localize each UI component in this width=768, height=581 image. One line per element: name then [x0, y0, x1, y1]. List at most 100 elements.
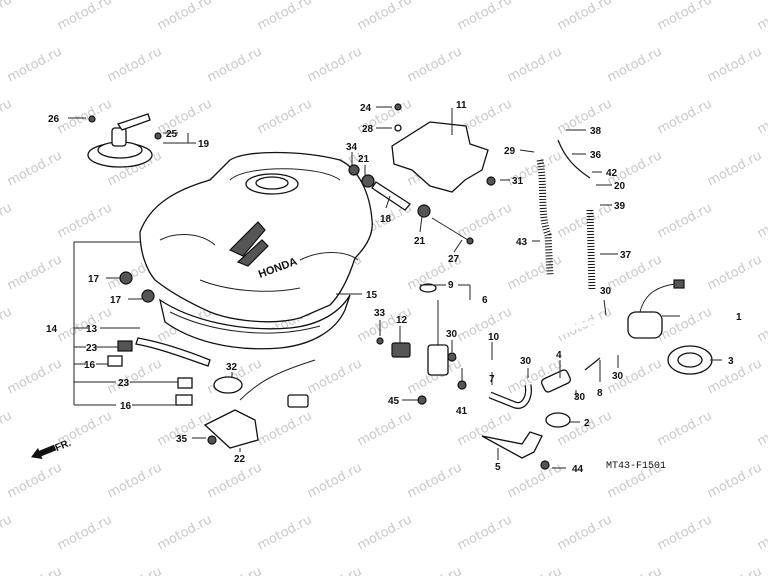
- watermark-text: motod.ru: [0, 200, 15, 241]
- watermark-text: motod.ru: [155, 0, 215, 34]
- heat-guard-plate: [391, 103, 489, 193]
- watermark-text: motod.ru: [555, 512, 615, 553]
- watermark-text: motod.ru: [355, 408, 415, 449]
- watermark-text: motod.ru: [155, 512, 215, 553]
- watermark-text: motod.ru: [105, 44, 165, 85]
- callout-35: 35: [176, 434, 188, 445]
- callout-30c: 30: [574, 392, 586, 403]
- callout-29: 29: [504, 146, 516, 157]
- callout-4: 4: [556, 350, 562, 361]
- callout-25: 25: [166, 129, 178, 140]
- watermark-text: motod.ru: [5, 148, 65, 189]
- watermark-text: motod.ru: [0, 96, 15, 137]
- callout-45: 45: [388, 396, 400, 407]
- watermark-text: motod.ru: [755, 200, 768, 241]
- watermark-text: motod.ru: [705, 252, 765, 293]
- watermark-text: motod.ru: [655, 0, 715, 34]
- watermark-text: motod.ru: [405, 564, 465, 576]
- watermark-text: motod.ru: [505, 460, 565, 501]
- bracket-5: [481, 431, 550, 470]
- callout-17a: 17: [88, 274, 100, 285]
- collar-18: [371, 181, 411, 211]
- callout-39: 39: [614, 201, 626, 212]
- watermark-text: motod.ru: [455, 304, 515, 345]
- watermark-text: motod.ru: [655, 200, 715, 241]
- tank-strips: [107, 337, 211, 406]
- watermark-text: motod.ru: [55, 0, 115, 34]
- callout-13: 13: [86, 324, 98, 335]
- watermark-text: motod.ru: [355, 512, 415, 553]
- pump-mount-rubber-3: [667, 345, 713, 375]
- watermark-text: motod.ru: [755, 96, 768, 137]
- level-sensor-22: [203, 359, 316, 449]
- callout-22: 22: [234, 454, 246, 465]
- watermark-text: motod.ru: [505, 44, 565, 85]
- watermark-text: motod.ru: [0, 512, 15, 553]
- watermark-text: motod.ru: [0, 304, 15, 345]
- callout-27: 27: [448, 254, 460, 265]
- watermark-text: motod.ru: [755, 0, 768, 34]
- watermark-text: motod.ru: [505, 564, 565, 576]
- callout-38: 38: [590, 126, 602, 137]
- fuel-filter-4: [541, 357, 601, 393]
- watermark-text: motod.ru: [55, 304, 115, 345]
- callout-26: 26: [48, 114, 60, 125]
- watermark-text: motod.ru: [55, 200, 115, 241]
- watermark-text: motod.ru: [655, 512, 715, 553]
- watermark-text: motod.ru: [105, 460, 165, 501]
- callout-32: 32: [226, 362, 238, 373]
- watermark-text: motod.ru: [305, 356, 365, 397]
- watermark-text: motod.ru: [605, 252, 665, 293]
- callout-18: 18: [380, 214, 392, 225]
- watermark-text: motod.ru: [605, 44, 665, 85]
- leader-lines: [68, 106, 722, 469]
- watermark-text: motod.ru: [255, 96, 315, 137]
- watermark-text: motod.ru: [555, 200, 615, 241]
- fuel-cock-assembly: [376, 283, 467, 405]
- watermark-text: motod.ru: [705, 564, 765, 576]
- callout-1: 1: [736, 312, 742, 323]
- callout-12: 12: [396, 315, 408, 326]
- callout-30d: 30: [600, 286, 612, 297]
- watermark-text: motod.ru: [205, 564, 265, 576]
- callout-31: 31: [512, 176, 524, 187]
- callout-42: 42: [606, 168, 618, 179]
- callout-30b: 30: [520, 356, 532, 367]
- watermark-text: motod.ru: [5, 44, 65, 85]
- callout-14: 14: [46, 324, 58, 335]
- callout-21a: 21: [358, 154, 370, 165]
- watermark-text: motod.ru: [705, 148, 765, 189]
- watermark-text: motod.ru: [5, 460, 65, 501]
- fuel-pump-1: [627, 279, 685, 339]
- callout-6: 6: [482, 295, 488, 306]
- watermark-text: motod.ru: [455, 0, 515, 34]
- callout-30e: 30: [612, 371, 624, 382]
- callout-16b: 16: [120, 401, 132, 412]
- watermark-text: motod.ru: [255, 408, 315, 449]
- callout-3: 3: [728, 356, 734, 367]
- watermark-text: motod.ru: [755, 408, 768, 449]
- callout-23b: 23: [118, 378, 130, 389]
- watermark-text: motod.ru: [655, 304, 715, 345]
- callout-44: 44: [572, 464, 584, 475]
- watermark-text: motod.ru: [105, 564, 165, 576]
- callout-17b: 17: [110, 295, 122, 306]
- callout-16a: 16: [84, 360, 96, 371]
- callout-30a: 30: [446, 329, 458, 340]
- watermark-text: motod.ru: [0, 0, 15, 34]
- watermark-text: motod.ru: [455, 200, 515, 241]
- breather-hoses: [536, 139, 596, 291]
- callout-11: 11: [456, 100, 467, 111]
- watermark-text: motod.ru: [305, 564, 365, 576]
- watermark-text: motod.ru: [455, 512, 515, 553]
- fuel-cap-assembly: [87, 113, 162, 168]
- watermark-text: motod.ru: [155, 96, 215, 137]
- callout-24: 24: [360, 103, 372, 114]
- watermark-text: motod.ru: [205, 460, 265, 501]
- watermark-text: motod.ru: [255, 0, 315, 34]
- callout-21b: 21: [414, 236, 426, 247]
- callout-20: 20: [614, 181, 626, 192]
- callout-36: 36: [590, 150, 602, 161]
